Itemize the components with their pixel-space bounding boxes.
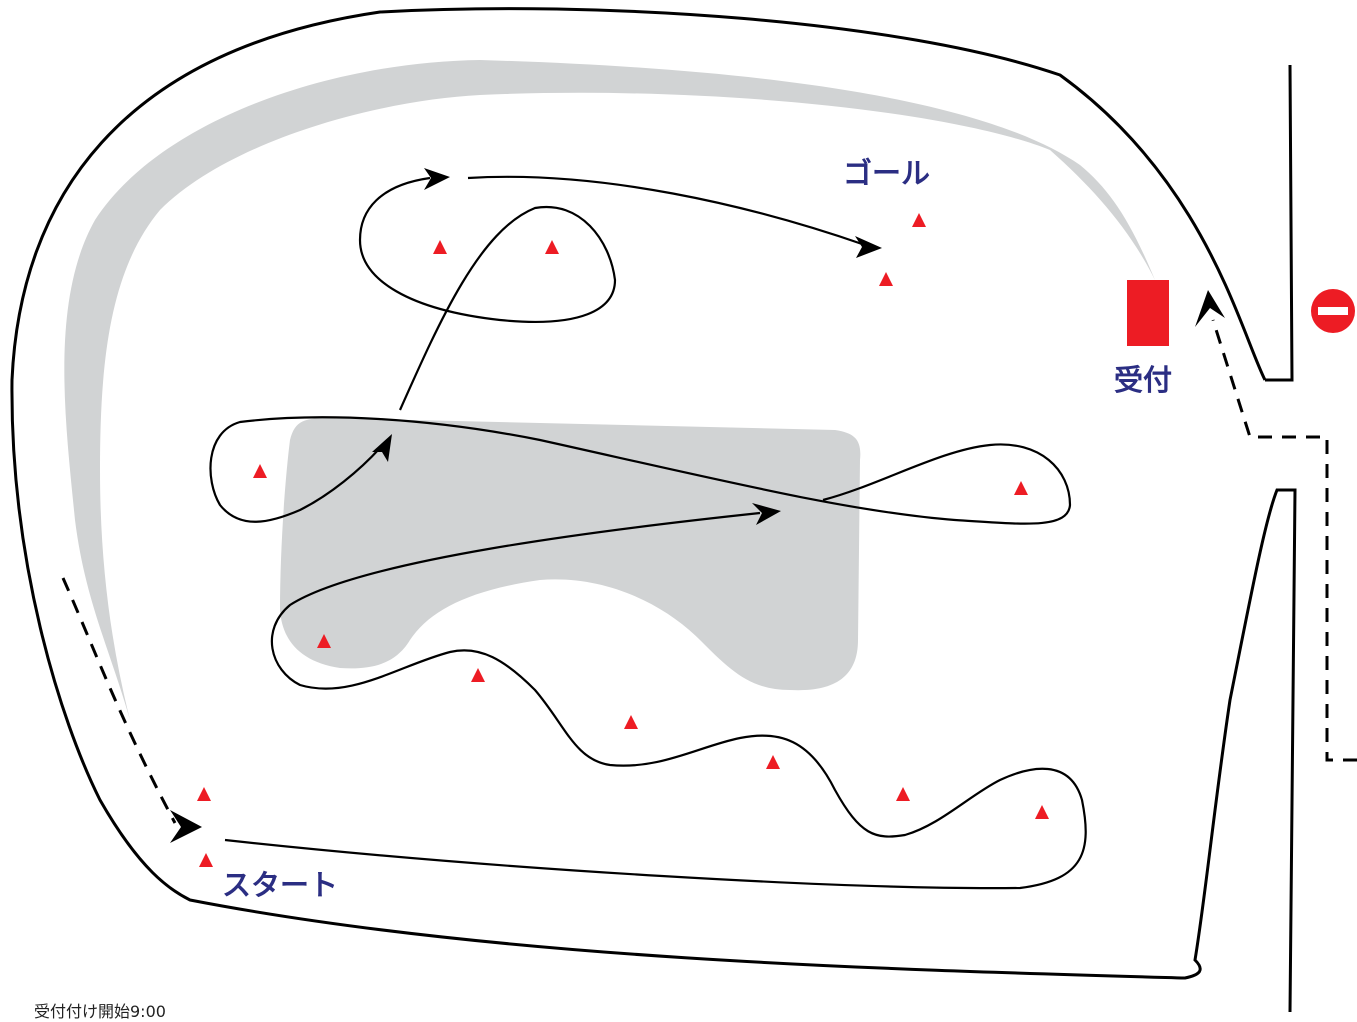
- goal-label: ゴール: [843, 156, 931, 190]
- cone-triangle: [1035, 805, 1049, 819]
- reception-box: [1127, 280, 1169, 346]
- course-line-middle: [209, 416, 1072, 525]
- grey-band: [64, 60, 1156, 720]
- cone-triangle: [912, 213, 926, 227]
- entry-dashed-path: [1211, 319, 1357, 762]
- course-line-top: [358, 176, 617, 411]
- central-area: [280, 418, 861, 691]
- cone-triangle: [197, 787, 211, 801]
- cone-triangle: [545, 240, 559, 254]
- reception-time-note: 受付付け開始9:00: [34, 1002, 166, 1021]
- cone-triangle: [1014, 481, 1028, 495]
- left-arrowhead: [170, 810, 202, 843]
- cone-triangle: [766, 755, 780, 769]
- cone-triangle: [896, 787, 910, 801]
- course-arrowhead-4: [855, 236, 882, 258]
- entrance-wall: [1265, 64, 1294, 382]
- pylons: [197, 213, 1049, 867]
- start-label: スタート: [222, 868, 339, 902]
- course-arrowhead-2: [372, 434, 392, 462]
- cone-triangle: [199, 853, 213, 867]
- left-dashed-path: [61, 577, 177, 824]
- cone-triangle: [471, 668, 485, 682]
- cone-triangle: [879, 272, 893, 286]
- cone-triangle: [253, 464, 267, 478]
- course-line-start: [224, 511, 1087, 890]
- entry-arrowhead: [1195, 290, 1225, 327]
- cone-triangle: [433, 240, 447, 254]
- course-line-goal: [467, 175, 866, 247]
- cone-triangle: [624, 715, 638, 729]
- course-arrowhead-1: [752, 503, 781, 525]
- cone-triangle: [317, 634, 331, 648]
- reception-label: 受付: [1114, 363, 1173, 397]
- no-entry-icon: [1311, 289, 1355, 333]
- course-arrowhead-3: [424, 168, 450, 190]
- outer-boundary: [10, 7, 1297, 1012]
